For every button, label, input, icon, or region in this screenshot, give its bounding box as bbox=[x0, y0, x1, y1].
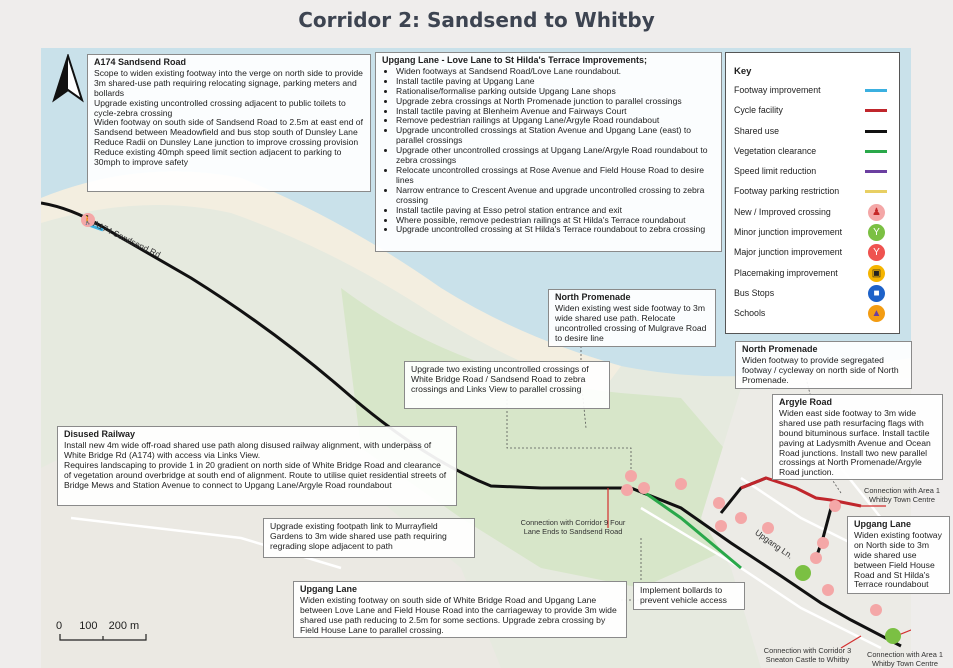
scale-ruler bbox=[59, 634, 147, 641]
callout-title: A174 Sandsend Road bbox=[94, 57, 187, 67]
callout-body: Upgrade two existing uncontrolled crossi… bbox=[411, 364, 589, 394]
key-item-new-improved-crossing: New / Improved crossing ♟ bbox=[734, 203, 891, 226]
bus-icon: ■ bbox=[868, 284, 885, 302]
beach bbox=[41, 171, 621, 393]
key-item-footway-parking-restriction: Footway parking restriction bbox=[734, 185, 891, 205]
list-item: Widen footways at Sandsend Road/Love Lan… bbox=[396, 66, 715, 77]
list-item: Install tactile paving at Upgang Lane bbox=[396, 76, 715, 87]
minor-junction-icon: Y bbox=[868, 224, 885, 242]
callout-north-promenade-segregated: North Promenade Widen footway to provide… bbox=[735, 341, 912, 389]
key-item-shared-use: Shared use bbox=[734, 125, 891, 145]
list-item: Install tactile paving at Blenheim Avenu… bbox=[396, 106, 715, 117]
scale-zero: 0 bbox=[56, 620, 63, 632]
page-title: Corridor 2: Sandsend to Whitby bbox=[298, 8, 655, 32]
bench-icon: ▣ bbox=[868, 264, 885, 282]
list-item: Where possible, remove pedestrian railin… bbox=[396, 215, 715, 226]
callout-title: Upgang Lane - Love Lane to St Hilda's Te… bbox=[382, 55, 648, 65]
connection-area-1-bottom: Connection with Area 1 Whitby Town Centr… bbox=[866, 650, 943, 668]
callout-body: Widen existing footway on North side to … bbox=[854, 529, 942, 590]
list-item: Upgrade zebra crossings at North Promena… bbox=[396, 96, 715, 107]
scale-mid: 100 bbox=[79, 620, 98, 632]
callout-body: Implement bollards to prevent vehicle ac… bbox=[640, 585, 727, 605]
callout-body: Scope to widen existing footway into the… bbox=[94, 67, 363, 168]
pedestrian-glyphs: 🚶 bbox=[82, 214, 93, 225]
callout-body: Widen existing footway on south side of … bbox=[300, 594, 617, 635]
callout-title: Argyle Road bbox=[779, 397, 833, 407]
callout-title: Upgang Lane bbox=[300, 584, 358, 594]
map-key: Key Footway improvement Cycle facility S… bbox=[725, 52, 900, 334]
callout-body: Widen east side footway to 3m wide share… bbox=[779, 407, 931, 478]
callout-upgang-lane-north: Upgang Lane Widen existing footway on No… bbox=[847, 516, 950, 594]
school-icon: ▲ bbox=[868, 305, 885, 323]
major-junction-icon: Y bbox=[868, 244, 885, 262]
callout-title: Upgang Lane bbox=[854, 519, 912, 529]
key-item-vegetation-clearance: Vegetation clearance bbox=[734, 145, 891, 165]
key-item-minor-junction: Minor junction improvement Y bbox=[734, 224, 891, 246]
connection-area-1-top: Connection with Area 1 Whitby Town Centr… bbox=[863, 486, 940, 504]
key-item-speed-limit-reduction: Speed limit reduction bbox=[734, 165, 891, 185]
connection-corridor-9: Connection with Corridor 9 Four Lane End… bbox=[520, 518, 626, 536]
connection-corridor-3: Connection with Corridor 3 Sneaton Castl… bbox=[763, 646, 852, 664]
key-title: Key bbox=[734, 66, 752, 77]
list-item: Narrow entrance to Crescent Avenue and u… bbox=[396, 185, 715, 206]
vegetation-clearance bbox=[640, 488, 742, 570]
callout-upgang-lane-improvements: Upgang Lane - Love Lane to St Hilda's Te… bbox=[375, 52, 722, 252]
north-arrow-icon bbox=[52, 54, 84, 103]
callout-bollards: Implement bollards to prevent vehicle ac… bbox=[633, 582, 745, 610]
list-item: Upgrade uncontrolled crossings at Statio… bbox=[396, 125, 715, 146]
callout-upgang-lane-south: Upgang Lane Widen existing footway on so… bbox=[293, 581, 627, 638]
list-item: Relocate uncontrolled crossings at Rose … bbox=[396, 165, 715, 186]
callout-argyle-road: Argyle Road Widen east side footway to 3… bbox=[772, 394, 943, 480]
key-item-schools: Schools ▲ bbox=[734, 305, 891, 327]
list-item: Install tactile paving at Esso petrol st… bbox=[396, 205, 715, 216]
crossing-markers bbox=[81, 213, 882, 616]
minor-junction-markers bbox=[795, 565, 901, 644]
key-item-major-junction: Major junction improvement Y bbox=[734, 244, 891, 266]
list-item: Upgrade other uncontrolled crossings at … bbox=[396, 145, 715, 166]
key-item-cycle-facility: Cycle facility bbox=[734, 104, 891, 124]
callout-a174-sandsend-road: A174 Sandsend Road Scope to widen existi… bbox=[87, 54, 371, 192]
callout-title: Disused Railway bbox=[64, 429, 136, 439]
list-item: Upgrade uncontrolled crossing at St Hild… bbox=[396, 225, 715, 235]
callout-murrayfield-gardens: Upgrade existing footpath link to Murray… bbox=[263, 518, 475, 558]
scale-bar: 0 100 200 m bbox=[56, 620, 152, 642]
pedestrian-icon: ♟ bbox=[868, 203, 885, 221]
callout-body: Widen footway to provide segregated foot… bbox=[742, 354, 899, 385]
scale-end: 200 m bbox=[108, 620, 140, 632]
callout-title: North Promenade bbox=[555, 292, 631, 302]
improvements-list: Widen footways at Sandsend Road/Love Lan… bbox=[382, 66, 715, 235]
key-item-footway-improvement: Footway improvement bbox=[734, 84, 891, 104]
callout-disused-railway: Disused Railway Install new 4m wide off-… bbox=[57, 426, 457, 506]
callout-white-bridge-crossings: Upgrade two existing uncontrolled crossi… bbox=[404, 361, 610, 409]
svg-text:🚶: 🚶 bbox=[82, 214, 93, 225]
list-item: Rationalise/formalise parking outside Up… bbox=[396, 86, 715, 97]
key-item-bus-stops: Bus Stops ■ bbox=[734, 284, 891, 307]
key-item-placemaking: Placemaking improvement ▣ bbox=[734, 264, 891, 287]
callout-north-promenade-west: North Promenade Widen existing west side… bbox=[548, 289, 716, 347]
callout-body: Upgrade existing footpath link to Murray… bbox=[270, 521, 447, 551]
callout-body: Install new 4m wide off-road shared use … bbox=[64, 439, 447, 490]
callout-title: North Promenade bbox=[742, 344, 818, 354]
callout-body: Widen existing west side footway to 3m w… bbox=[555, 302, 707, 343]
list-item: Remove pedestrian railings at Upgang Lan… bbox=[396, 116, 715, 126]
